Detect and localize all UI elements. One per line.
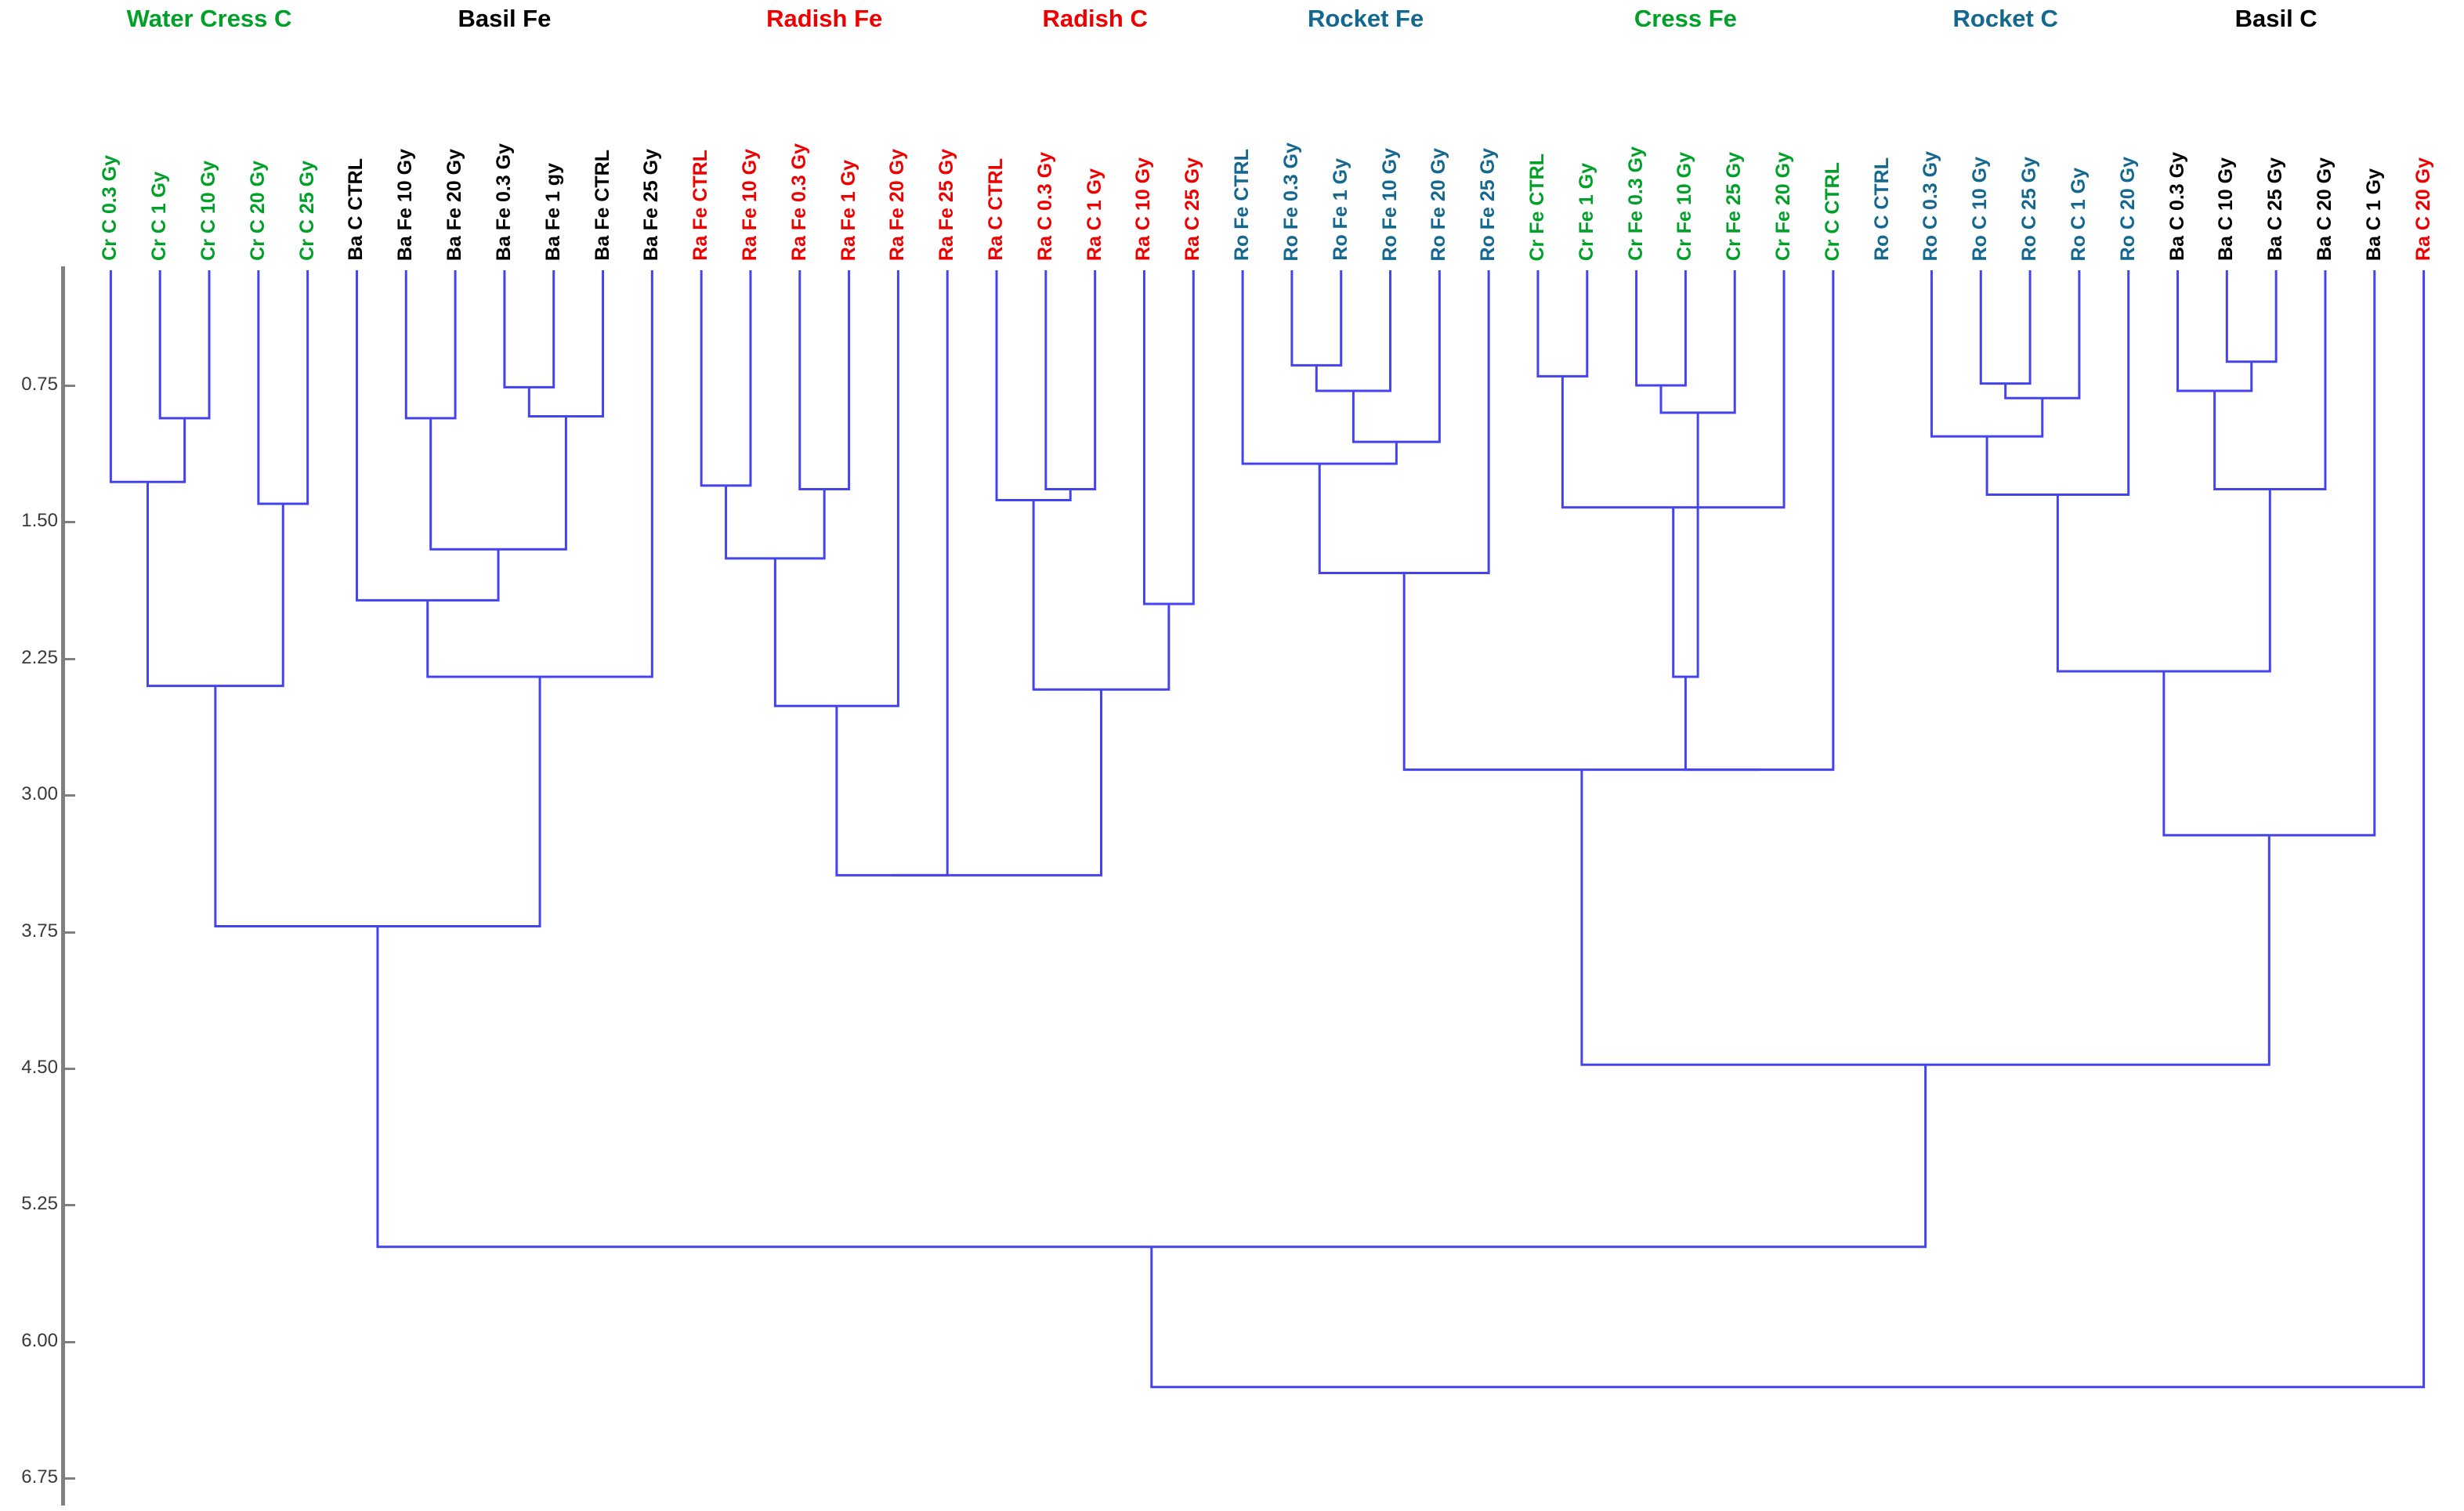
y-axis-tick-mark <box>65 1204 75 1207</box>
dendrogram-link <box>429 416 567 551</box>
dendrogram-link <box>1979 270 2032 385</box>
group-title-cress-fe: Cress Fe <box>1634 5 1737 32</box>
y-axis-tick-mark <box>65 657 75 660</box>
dendrogram-link <box>1315 270 1392 392</box>
dendrogram-link <box>2225 270 2278 363</box>
dendrogram-link <box>2056 489 2271 673</box>
dendrogram-link <box>158 270 211 420</box>
group-title-basil-c: Basil C <box>2234 5 2317 32</box>
dendrogram-link <box>1032 500 1170 691</box>
dendrogram-link <box>1351 270 1441 443</box>
y-axis-tick-label: 1.50 <box>21 510 58 532</box>
dendrogram-link <box>376 926 1927 1249</box>
group-title-radish-fe: Radish Fe <box>766 5 883 32</box>
dendrogram-link <box>798 270 851 491</box>
dendrogram-link <box>1290 270 1343 367</box>
dendrogram-link <box>1402 573 1760 772</box>
y-axis-tick-mark <box>65 931 75 934</box>
y-axis-tick-label: 5.25 <box>21 1193 58 1215</box>
dendrogram-link <box>892 689 1103 877</box>
group-title-basil-fe: Basil Fe <box>458 5 552 32</box>
dendrogram-link <box>835 270 949 877</box>
y-axis-tick-label: 6.75 <box>21 1466 58 1488</box>
dendrogram-link <box>503 270 555 389</box>
y-axis-tick-label: 4.50 <box>21 1056 58 1078</box>
dendrogram-link <box>1672 412 1699 678</box>
group-title-rocket-fe: Rocket Fe <box>1308 5 1424 32</box>
dendrogram-link <box>404 270 457 420</box>
dendrogram-link <box>1659 270 1736 414</box>
dendrogram-link <box>355 270 500 602</box>
dendrogram-link <box>1580 769 2270 1066</box>
dendrogram-link <box>147 482 284 688</box>
dendrogram-link <box>1044 270 1097 491</box>
y-axis-tick-mark <box>65 1067 75 1070</box>
y-axis-tick-mark <box>65 794 75 797</box>
y-axis-tick-mark <box>65 1477 75 1480</box>
dendrogram-link <box>1536 270 1589 378</box>
y-axis-tick-mark <box>65 1340 75 1343</box>
dendrogram-link <box>1635 270 1687 387</box>
dendrogram-link <box>109 270 186 483</box>
dendrogram-link <box>527 270 605 418</box>
dendrogram-link <box>1684 270 1835 772</box>
dendrogram-link <box>1142 270 1195 605</box>
y-axis-tick-label: 3.75 <box>21 920 58 942</box>
dendrogram-link <box>214 677 541 928</box>
group-title-rocket-c: Rocket C <box>1952 5 2058 32</box>
dendrogram-link <box>1930 270 2044 438</box>
dendrogram-link <box>257 270 309 505</box>
dendrogram-link <box>995 270 1072 501</box>
y-axis-tick-mark <box>65 385 75 387</box>
dendrogram-link <box>725 485 826 560</box>
dendrogram-link <box>1318 270 1490 574</box>
y-axis-tick-mark <box>65 521 75 524</box>
y-axis-tick-label: 0.75 <box>21 374 58 395</box>
group-title-radish-c: Radish C <box>1042 5 1148 32</box>
dendrogram-link <box>2004 270 2081 399</box>
dendrogram-link <box>1241 270 1398 465</box>
dendrogram-link <box>2213 270 2327 491</box>
group-title-water-cress-c: Water Cress C <box>126 5 292 32</box>
dendrogram-link <box>426 270 653 678</box>
dendrogram-link <box>700 270 752 487</box>
y-axis-tick-label: 2.25 <box>21 646 58 668</box>
y-axis-tick-label: 3.00 <box>21 783 58 805</box>
y-axis-tick-label: 6.00 <box>21 1329 58 1351</box>
y-axis-line <box>61 266 65 1506</box>
link-group <box>109 270 2426 1389</box>
dendrogram-link <box>2176 270 2253 392</box>
dendrogram-link <box>1150 270 2426 1389</box>
dendrogram-link <box>1561 270 1786 509</box>
